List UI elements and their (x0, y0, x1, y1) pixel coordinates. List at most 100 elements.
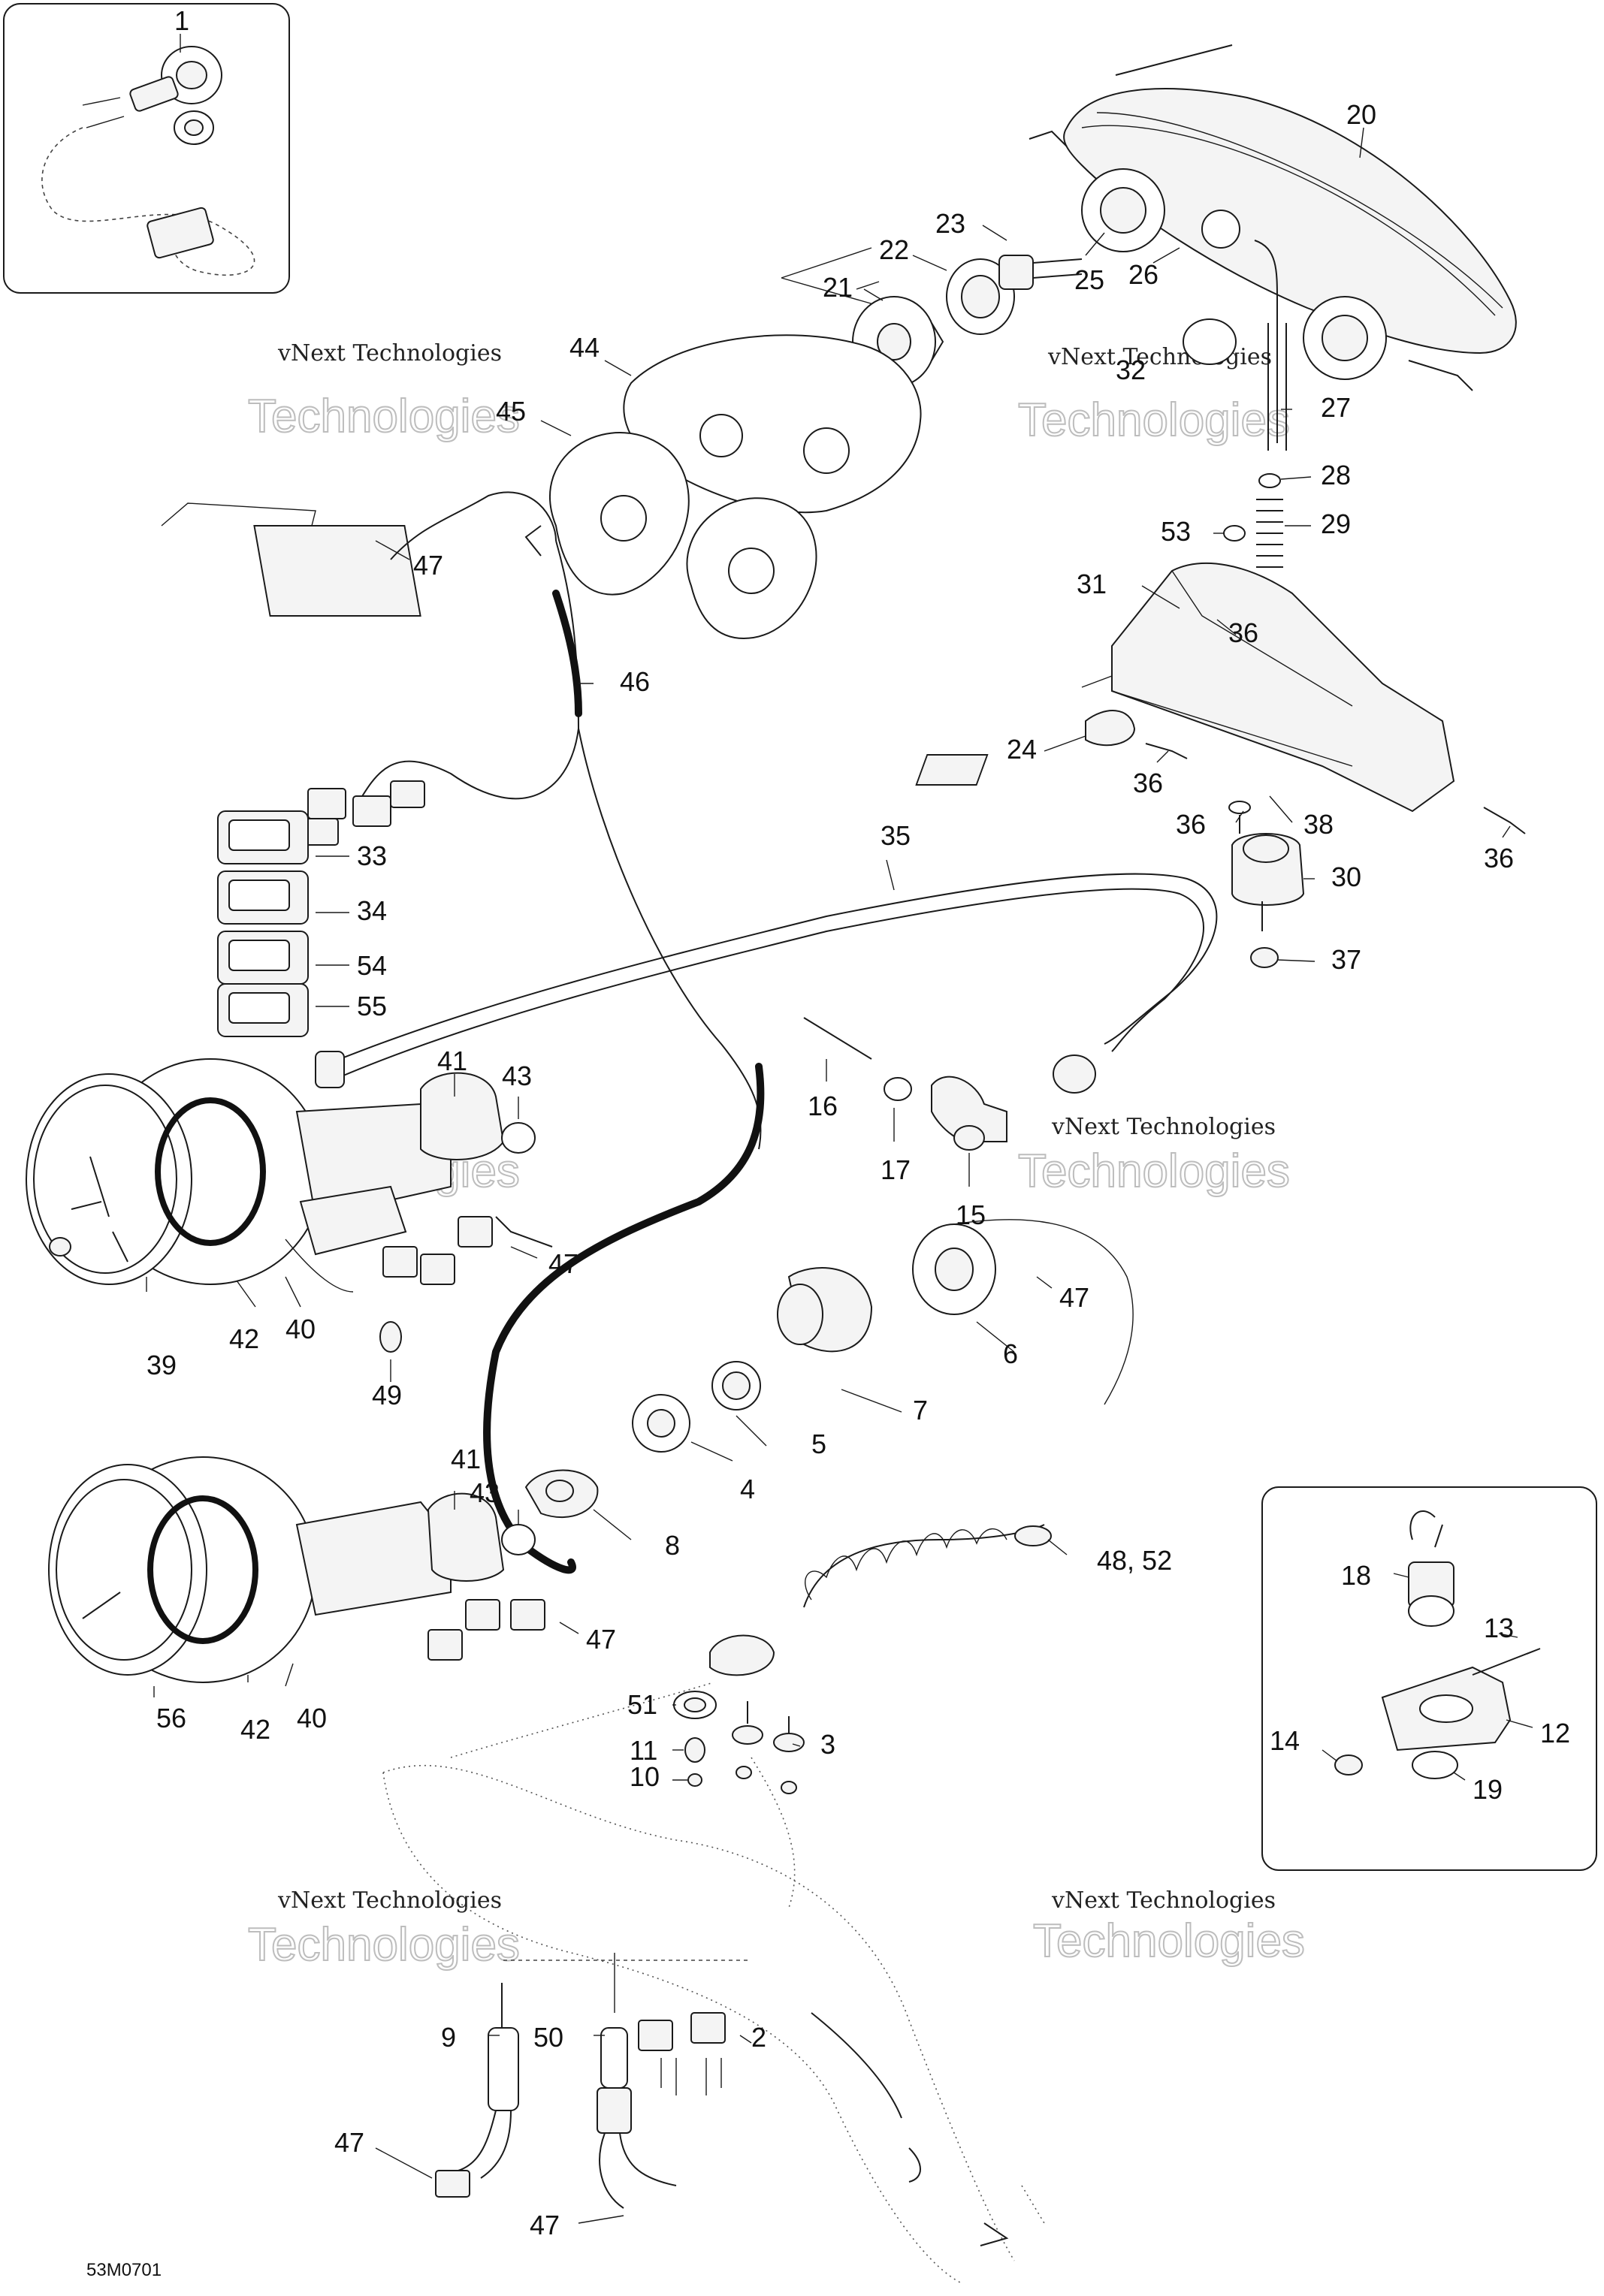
leader-lines (146, 34, 1533, 2224)
callout-55: 55 (357, 991, 387, 1021)
faceplate (549, 334, 922, 640)
callout-37: 37 (1331, 944, 1361, 975)
knob-and-fasteners (1085, 710, 1526, 968)
callout-47b: 47 (548, 1248, 578, 1279)
callout-34: 34 (357, 895, 387, 926)
callout-9: 9 (441, 2022, 456, 2053)
callout-45: 45 (496, 396, 526, 427)
callout-54: 54 (357, 950, 387, 981)
callout-4: 4 (740, 1474, 755, 1504)
callout-42b: 42 (240, 1714, 270, 1745)
inset-sensor (1261, 1486, 1597, 1871)
callout-16: 16 (808, 1091, 838, 1121)
svg-text:vNext Technologies: vNext Technologies (277, 1887, 502, 1914)
callout-23: 23 (935, 208, 965, 239)
callout-36a: 36 (1228, 617, 1258, 648)
callout-51: 51 (627, 1689, 657, 1720)
svg-text:vNext Technologies: vNext Technologies (277, 340, 502, 367)
callout-48-52: 48, 52 (1097, 1545, 1172, 1576)
callout-12: 12 (1540, 1718, 1570, 1748)
hull-outline (382, 1682, 1045, 2284)
headlight-assembly (1029, 44, 1517, 451)
callout-17: 17 (881, 1154, 911, 1185)
callout-15: 15 (956, 1199, 986, 1230)
callout-14: 14 (1270, 1725, 1300, 1756)
callout-1: 1 (174, 5, 189, 36)
inset-key-switch (3, 3, 290, 294)
callout-10: 10 (630, 1761, 660, 1792)
callout-43b: 43 (470, 1477, 500, 1508)
callout-11: 11 (630, 1735, 657, 1766)
switch-stack (217, 810, 309, 1037)
svg-text:vNext Technologies: vNext Technologies (1051, 1887, 1276, 1914)
callout-32: 32 (1116, 355, 1146, 385)
callout-19: 19 (1473, 1774, 1503, 1805)
callout-33: 33 (357, 840, 387, 871)
callout-21: 21 (823, 272, 853, 303)
callout-47f: 47 (530, 2210, 560, 2240)
cable-fittings (803, 1017, 1007, 1151)
callout-50: 50 (533, 2022, 563, 2053)
speedo-cable (315, 873, 1218, 1094)
callout-47c: 47 (1059, 1282, 1089, 1313)
callout-40b: 40 (297, 1703, 327, 1733)
gauge-lower (48, 1456, 545, 1683)
callout-46: 46 (620, 666, 650, 697)
callout-53: 53 (1161, 516, 1191, 547)
svg-text:Technologies: Technologies (248, 1919, 520, 1971)
callout-56: 56 (156, 1703, 186, 1733)
callout-22: 22 (879, 234, 909, 265)
callout-18: 18 (1341, 1560, 1371, 1591)
lower-switches (435, 1953, 751, 2209)
callout-20: 20 (1346, 99, 1376, 130)
ignition-parts (524, 1219, 1134, 1518)
callout-7: 7 (913, 1395, 928, 1426)
callout-35: 35 (881, 820, 911, 851)
callout-5: 5 (811, 1429, 826, 1459)
svg-text:Technologies: Technologies (1033, 1915, 1305, 1967)
small-fasteners (673, 1691, 805, 1794)
callout-31: 31 (1077, 569, 1107, 599)
svg-text:Technologies: Technologies (248, 391, 520, 442)
callout-36d: 36 (1484, 843, 1514, 873)
callout-29: 29 (1321, 508, 1351, 539)
callout-38: 38 (1303, 809, 1334, 840)
svg-text:Technologies: Technologies (1018, 394, 1290, 446)
connectors-upper (304, 780, 425, 846)
watermark-6: Technologies vNext Technologies (1032, 1887, 1306, 1968)
diagram-code: 53M0701 (86, 2260, 162, 2280)
adjuster-screw (1223, 473, 1283, 568)
callout-36b: 36 (1133, 768, 1163, 798)
callout-30: 30 (1331, 861, 1361, 892)
watermark-4: Technologies vNext Technologies (1017, 1114, 1291, 1198)
callout-26: 26 (1128, 259, 1158, 290)
callout-49: 49 (372, 1380, 402, 1410)
callout-25: 25 (1074, 264, 1104, 295)
gauge-upper (26, 1058, 536, 1353)
bracket (915, 563, 1455, 813)
callout-42a: 42 (229, 1323, 259, 1354)
callout-24: 24 (1007, 734, 1037, 765)
callout-2: 2 (751, 2022, 766, 2053)
callout-44: 44 (569, 332, 600, 363)
callout-41a: 41 (437, 1045, 467, 1076)
watermark-5: Technologies vNext Technologies (247, 1887, 521, 1972)
svg-text:vNext Technologies: vNext Technologies (1051, 1114, 1276, 1140)
callout-47e: 47 (334, 2127, 364, 2158)
callout-40a: 40 (285, 1314, 316, 1344)
callout-41b: 41 (451, 1444, 481, 1474)
callout-numbers: 1 2 3 4 5 6 7 8 9 10 11 12 13 14 15 16 1… (147, 5, 1570, 2240)
callout-39: 39 (147, 1350, 177, 1380)
callout-47a: 47 (413, 550, 443, 581)
watermark-1: Technologies vNext Technologies (247, 340, 521, 443)
callout-13: 13 (1484, 1613, 1514, 1643)
svg-text:Technologies: Technologies (1018, 1145, 1290, 1197)
svg-text:vNext Technologies: vNext Technologies (1047, 344, 1272, 370)
callout-6: 6 (1003, 1338, 1018, 1369)
callout-3: 3 (820, 1729, 835, 1760)
watermark-2: Technologies vNext Technologies (1017, 344, 1291, 447)
callout-36c: 36 (1176, 809, 1206, 840)
lanyard (709, 1524, 1052, 1676)
callout-27: 27 (1321, 392, 1351, 423)
